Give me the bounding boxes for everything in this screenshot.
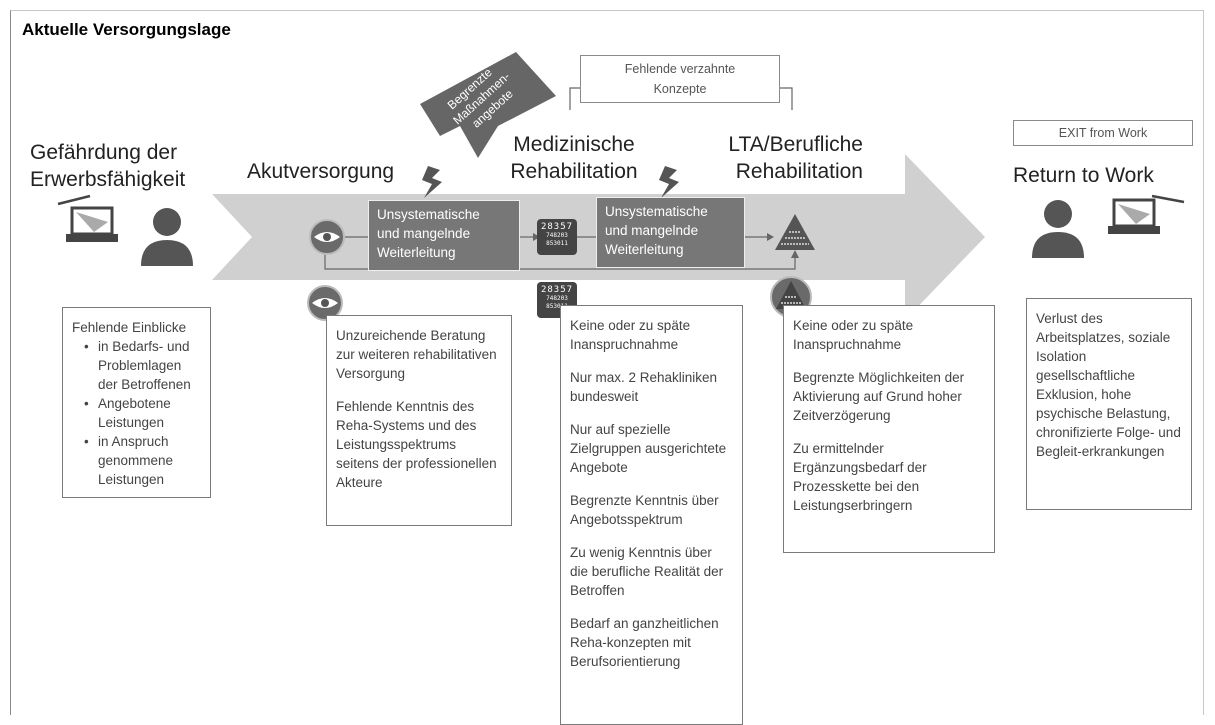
flow-arrowhead-2 [533, 233, 540, 241]
list-item: Begrenzte Kenntnis über Angebotsspektrum [570, 493, 719, 527]
list-item: Unzureichende Beratung zur weiteren reha… [336, 328, 497, 381]
laptop-icon [57, 194, 118, 242]
list-item: Zu ermittelnder Ergänzungsbedarf der Pro… [793, 441, 927, 513]
tag-shape [420, 52, 556, 158]
bypass-line [324, 254, 796, 270]
phase-label-return: Return to Work [1013, 164, 1154, 187]
exit-label-box: EXIT from Work [1013, 120, 1193, 146]
diagram-frame [10, 10, 1204, 715]
pyramid-icon [775, 214, 815, 250]
list-item: Fehlende Kenntnis des Reha-Systems und d… [336, 399, 497, 490]
page-title: Aktuelle Versorgungslage [22, 20, 231, 39]
concept-bracket [569, 87, 580, 110]
box-right-text: Verlust des Arbeitsplatzes, soziale Isol… [1036, 311, 1181, 459]
lightning-icon [659, 166, 679, 198]
person-icon [1032, 200, 1084, 258]
phase-label-akut: Akutversorgung [247, 160, 395, 183]
box-left-list: in Bedarfs- und Problemlagen der Betroff… [72, 337, 201, 489]
eye-icon [307, 285, 343, 321]
box-left-heading: Fehlende Einblicke [72, 320, 187, 335]
box-akutversorgung: Unzureichende Beratung zur weiteren reha… [326, 315, 512, 526]
flow-arrowhead-4 [767, 233, 774, 241]
list-item: Zu wenig Kenntnis über die berufliche Re… [570, 545, 724, 598]
list-item: Bedarf an ganzheitlichen Reha-konzepten … [570, 616, 719, 669]
list-item: Keine oder zu späte Inanspruchnahme [793, 318, 914, 352]
list-item: Begrenzte Möglichkeiten der Aktivierung … [793, 370, 965, 423]
list-item: in Bedarfs- und Problemlagen der Betroff… [84, 337, 201, 394]
concept-bracket-right [780, 87, 793, 110]
list-item: in Anspruch genommene Leistungen [84, 432, 201, 489]
list-item: Nur max. 2 Rehakliniken bundesweit [570, 370, 718, 404]
eye-icon [309, 219, 345, 255]
list-item: Keine oder zu späte Inanspruchnahme [570, 318, 691, 352]
box-fehlende-einblicke: Fehlende Einblicke in Bedarfs- und Probl… [62, 307, 211, 498]
box-lta-reha: Keine oder zu späte Inanspruchnahme Begr… [783, 305, 995, 553]
bypass-arrowhead [791, 250, 799, 258]
box-exit-folgen: Verlust des Arbeitsplatzes, soziale Isol… [1026, 298, 1192, 510]
person-icon [141, 208, 193, 266]
list-item: Nur auf spezielle Zielgruppen ausgericht… [570, 422, 727, 475]
box-medizinische-reha: Keine oder zu späte Inanspruchnahme Nur … [560, 305, 743, 725]
lightning-icon [422, 166, 442, 198]
laptop-icon [1108, 194, 1185, 234]
list-item: Angebotene Leistungen [84, 394, 201, 432]
